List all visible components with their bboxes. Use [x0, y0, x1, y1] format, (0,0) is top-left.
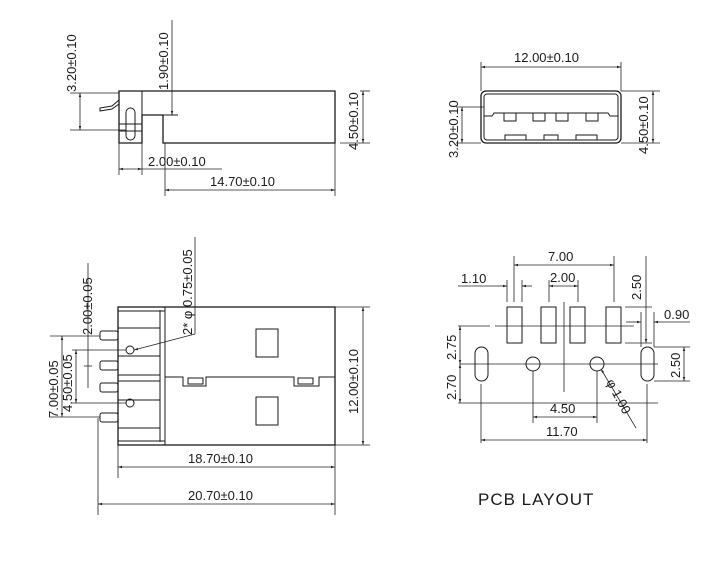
top-view: 2.00±0.05 7.00±0.05 4.50±0.05 2* φ 0.75±…: [46, 237, 370, 515]
top-dim-width: 12.00±0.10: [346, 349, 361, 414]
top-dim-pitch: 2.00±0.05: [80, 277, 95, 335]
top-dim-outer-pins: 7.00±0.05: [46, 360, 61, 418]
top-dim-body-length: 18.70±0.10: [188, 451, 253, 466]
top-dim-hole-dia: 2* φ 0.75±0.05: [180, 249, 195, 335]
pcb-dim-pad-width: 1.10: [461, 271, 486, 286]
top-dim-holes: 4.50±0.05: [60, 354, 75, 412]
pcb-layout-title: PCB LAYOUT: [478, 490, 594, 509]
pcb-dim-hole-spacing: 4.50: [550, 401, 575, 416]
front-dim-width: 12.00±0.10: [514, 50, 579, 65]
pcb-dim-row-offset: 2.75: [444, 335, 459, 360]
top-dim-total-length: 20.70±0.10: [188, 488, 253, 503]
pcb-dim-slot-length: 2.50: [668, 353, 683, 378]
pcb-dim-bottom-offset: 2.70: [444, 375, 459, 400]
pcb-dim-slot-spacing: 11.70: [546, 424, 578, 439]
front-view: 12.00±0.10 3.20±0.10 4.50±0.10: [446, 50, 660, 158]
pcb-dim-pad-length: 2.50: [629, 275, 644, 300]
side-dim-step: 1.90±0.10: [156, 32, 171, 90]
pcb-layout: 7.00 1.10 2.00 2.50 0.90 2.50 2.75 2.70 …: [444, 249, 690, 509]
side-dim-back: 2.00±0.10: [148, 154, 206, 169]
pcb-dim-slot-width: 0.90: [664, 307, 689, 322]
side-dim-length: 14.70±0.10: [210, 174, 275, 189]
side-dim-height-left: 3.20±0.10: [64, 34, 79, 92]
pcb-dim-pitch: 2.00: [550, 270, 575, 285]
pcb-dim-hole-dia: φ 1.00: [603, 376, 634, 416]
front-dim-height: 4.50±0.10: [636, 96, 651, 154]
front-dim-inner-height: 3.20±0.10: [446, 100, 461, 158]
pcb-dim-outer-pads: 7.00: [548, 249, 573, 264]
side-dim-height-right: 4.50±0.10: [346, 92, 361, 150]
side-view: 3.20±0.10 1.90±0.10 4.50±0.10 2.00±0.10 …: [64, 20, 370, 196]
